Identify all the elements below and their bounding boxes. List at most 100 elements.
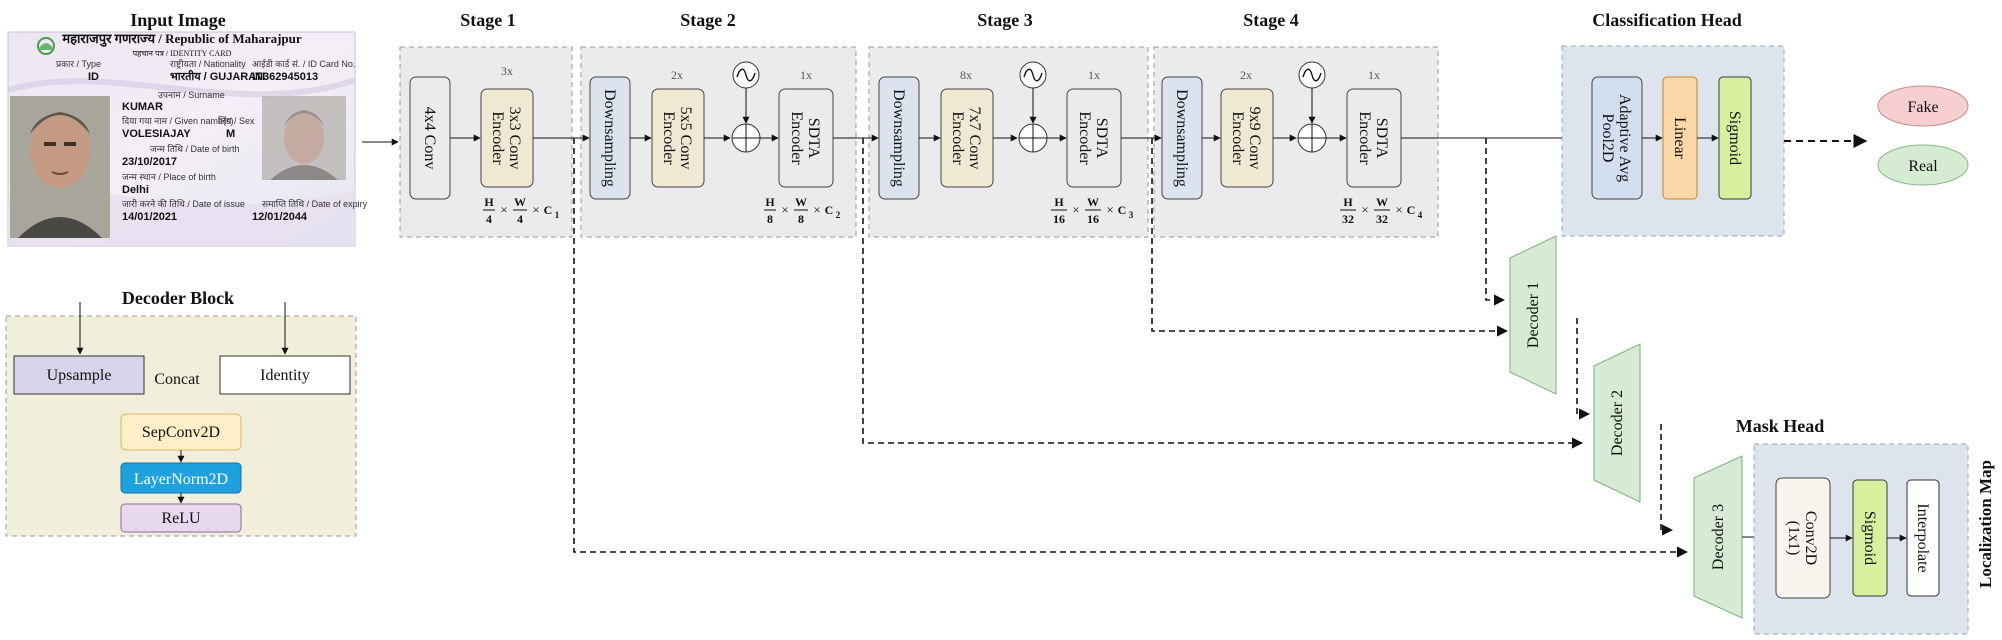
decoder-block-title: Decoder Block: [122, 288, 234, 308]
stage1-title: Stage 1: [460, 10, 516, 30]
stage4-encoder-line2: Encoder: [1229, 111, 1246, 165]
ghost-portrait-photo: [262, 96, 346, 180]
pool-line1: Adaptive Avg: [1616, 94, 1633, 182]
stage1-multiplier: 3x: [501, 64, 513, 78]
svg-text:C: C: [544, 203, 553, 217]
svg-text:8: 8: [767, 212, 773, 226]
id-no-label: आईडी कार्ड सं. / ID Card No.: [252, 58, 355, 69]
stage2-dim-label: H 8 × W 8 × C 2: [764, 195, 841, 226]
svg-text:Decoder 3: Decoder 3: [1710, 504, 1727, 570]
stage4-sdta-line1: SDTA: [1373, 118, 1390, 159]
stage4-positional-icon: [1298, 61, 1326, 89]
stage3-dim-label: H 16 × W 16 × C 3: [1051, 195, 1134, 226]
sepconv-label: SepConv2D: [142, 424, 220, 441]
stage4-add-icon: [1297, 123, 1327, 153]
svg-text:×: ×: [1395, 202, 1402, 217]
svg-text:×: ×: [781, 202, 788, 217]
stage3-title: Stage 3: [977, 10, 1033, 30]
stage2-down-label: Downsampling: [601, 89, 618, 187]
mask-head-panel: Conv2D (1x1) Sigmoid Interpolate: [1753, 443, 1969, 635]
stage4-panel: Downsampling 2x 9x9 Conv Encoder 1x SDTA…: [1153, 46, 1439, 238]
svg-text:4: 4: [517, 212, 523, 226]
interpolate-label: Interpolate: [1914, 503, 1931, 572]
identity-box: [219, 355, 351, 395]
stage2-sdta-line2: Encoder: [788, 111, 805, 165]
type-value: ID: [88, 71, 99, 83]
svg-text:×: ×: [532, 202, 539, 217]
linear-label: Linear: [1671, 117, 1688, 159]
interpolate-box: [1906, 479, 1940, 597]
emblem-icon: [37, 37, 55, 55]
svg-text:32: 32: [1342, 212, 1354, 226]
portrait-photo: [10, 96, 110, 238]
svg-text:2: 2: [836, 210, 841, 220]
id-no-value: IN362945013: [252, 71, 318, 83]
dob-label: जन्म तिथि / Date of birth: [150, 143, 240, 154]
stage2-mult-sdta: 1x: [800, 68, 812, 82]
expiry-value: 12/01/2044: [252, 211, 308, 223]
svg-text:Real: Real: [1908, 158, 1938, 175]
svg-text:C: C: [1407, 203, 1416, 217]
classification-head-title: Classification Head: [1592, 10, 1742, 30]
svg-text:×: ×: [1106, 202, 1113, 217]
input-image-title: Input Image: [130, 10, 226, 30]
stage3-sdta-line2: Encoder: [1076, 111, 1093, 165]
svg-text:32: 32: [1376, 212, 1388, 226]
surname-value: KUMAR: [122, 101, 163, 113]
svg-text:×: ×: [500, 202, 507, 217]
svg-text:16: 16: [1087, 212, 1099, 226]
svg-text:Decoder 1: Decoder 1: [1525, 282, 1542, 348]
svg-text:H: H: [484, 195, 494, 209]
stage3-mult-conv: 8x: [960, 68, 972, 82]
relu-box: [120, 503, 242, 533]
svg-text:H: H: [765, 195, 775, 209]
svg-text:×: ×: [1361, 202, 1368, 217]
upsample-box: [13, 355, 145, 395]
issue-value: 14/01/2021: [122, 211, 177, 223]
pob-label: जन्म स्थान / Place of birth: [122, 172, 216, 182]
expiry-label: समाप्ति तिथि / Date of expiry: [262, 198, 368, 209]
input-id-card: महाराजपुर गणराज्य / Republic of Maharajp…: [7, 31, 368, 247]
stage3-encoder-line2: Encoder: [949, 111, 966, 165]
pob-value: Delhi: [122, 184, 149, 196]
dob-value: 23/10/2017: [122, 156, 177, 168]
sex-value: M: [226, 128, 235, 140]
issue-label: जारी करने की तिथि / Date of issue: [122, 198, 245, 209]
stage2-encoder-line1: 5x5 Conv: [677, 107, 694, 170]
decoder1: Decoder 1: [1509, 235, 1557, 395]
svg-text:4: 4: [1418, 210, 1423, 220]
upsample-label: Upsample: [47, 367, 112, 384]
svg-text:3: 3: [1129, 210, 1134, 220]
svg-text:×: ×: [1072, 202, 1079, 217]
svg-text:C: C: [825, 203, 834, 217]
svg-text:4: 4: [486, 212, 492, 226]
stage2-positional-icon: [732, 61, 760, 89]
given-value: VOLESIAJAY: [122, 128, 191, 140]
svg-text:C: C: [1118, 203, 1127, 217]
stage1-conv-label: 4x4 Conv: [421, 107, 438, 170]
real-output: Real: [1877, 144, 1969, 186]
relu-label: ReLU: [161, 510, 201, 527]
stage3-sdta-line1: SDTA: [1093, 118, 1110, 159]
stage3-positional-icon: [1019, 61, 1047, 89]
stage3-add-icon: [1018, 123, 1048, 153]
surname-label: उपनाम / Surname: [158, 90, 225, 100]
stage3-encoder-line1: 7x7 Conv: [966, 107, 983, 170]
svg-text:Fake: Fake: [1907, 99, 1938, 116]
concat-label: Concat: [154, 371, 200, 388]
stage4-sdta-line2: Encoder: [1356, 111, 1373, 165]
stage2-sdta-line1: SDTA: [805, 118, 822, 159]
stage1-encoder-line1: 3x3 Conv: [506, 107, 523, 170]
svg-text:16: 16: [1053, 212, 1065, 226]
stage2-mult-conv: 2x: [671, 68, 683, 82]
decoder-block-panel: Upsample Concat Identity SepConv2D Layer…: [5, 302, 357, 537]
stage4-title: Stage 4: [1243, 10, 1299, 30]
stage4-mult-sdta: 1x: [1368, 68, 1380, 82]
svg-text:H: H: [1054, 195, 1064, 209]
svg-text:H: H: [1343, 195, 1353, 209]
svg-text:8: 8: [798, 212, 804, 226]
svg-text:W: W: [1087, 195, 1099, 209]
mask-conv-line1: Conv2D: [1802, 511, 1819, 565]
stage1-encoder-line2: Encoder: [489, 111, 506, 165]
